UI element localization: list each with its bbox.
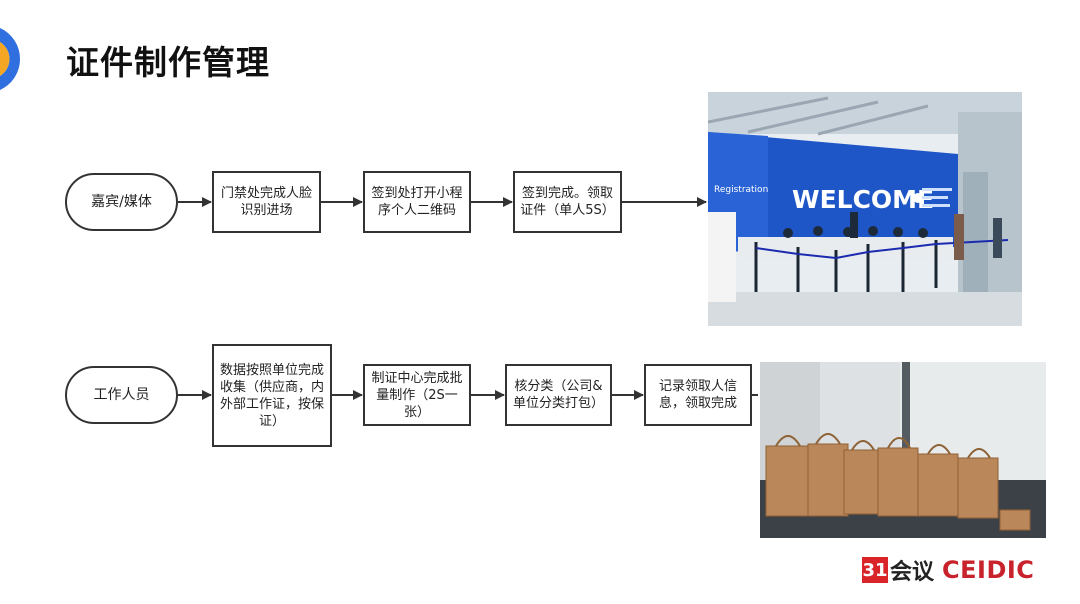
brand-logo: 31 会议 CEIDIC — [862, 556, 1035, 585]
step-open-qr: 签到处打开小程序个人二维码 — [363, 171, 471, 233]
step-data-collection-label: 数据按照单位完成收集（供应商，内外部工作证，按保证） — [219, 362, 324, 429]
step-data-collection: 数据按照单位完成收集（供应商，内外部工作证，按保证） — [212, 344, 332, 447]
step-record-collect: 记录领取人信息，领取完成 — [644, 364, 752, 426]
brand-en: CEIDIC — [942, 556, 1035, 584]
banner-registration: Registration — [714, 185, 768, 195]
step-open-qr-label: 签到处打开小程序个人二维码 — [371, 186, 463, 218]
brand-cn: 会议 — [890, 560, 935, 585]
step-batch-production: 制证中心完成批量制作（2S一张） — [363, 364, 471, 426]
step-face-recognition: 门禁处完成人脸识别进场 — [212, 171, 321, 233]
registration-scene: Registration WELCOME — [708, 92, 1022, 326]
photo-badge-bags — [760, 362, 1046, 538]
start-staff-label: 工作人员 — [93, 386, 150, 403]
brand-mark: 31 — [862, 557, 888, 583]
banner-welcome: WELCOME — [792, 185, 934, 214]
step-record-collect-label: 记录领取人信息，领取完成 — [658, 379, 737, 411]
step-face-recognition-label: 门禁处完成人脸识别进场 — [220, 186, 312, 218]
logo-mark — [0, 28, 21, 90]
step-sort-pack: 核分类（公司&单位分类打包） — [505, 364, 612, 426]
start-guest-media-label: 嘉宾/媒体 — [91, 193, 152, 210]
step-sort-pack-label: 核分类（公司&单位分类打包） — [512, 379, 604, 411]
step-batch-production-label: 制证中心完成批量制作（2S一张） — [371, 370, 463, 420]
bags-scene — [760, 362, 1046, 538]
photo-registration-desk: Registration WELCOME — [708, 92, 1022, 326]
step-checkin-done-label: 签到完成。领取证件（单人5S） — [520, 186, 615, 218]
step-checkin-done: 签到完成。领取证件（单人5S） — [513, 171, 622, 233]
start-guest-media: 嘉宾/媒体 — [65, 173, 178, 231]
page-title: 证件制作管理 — [66, 43, 270, 82]
start-staff: 工作人员 — [65, 366, 178, 424]
